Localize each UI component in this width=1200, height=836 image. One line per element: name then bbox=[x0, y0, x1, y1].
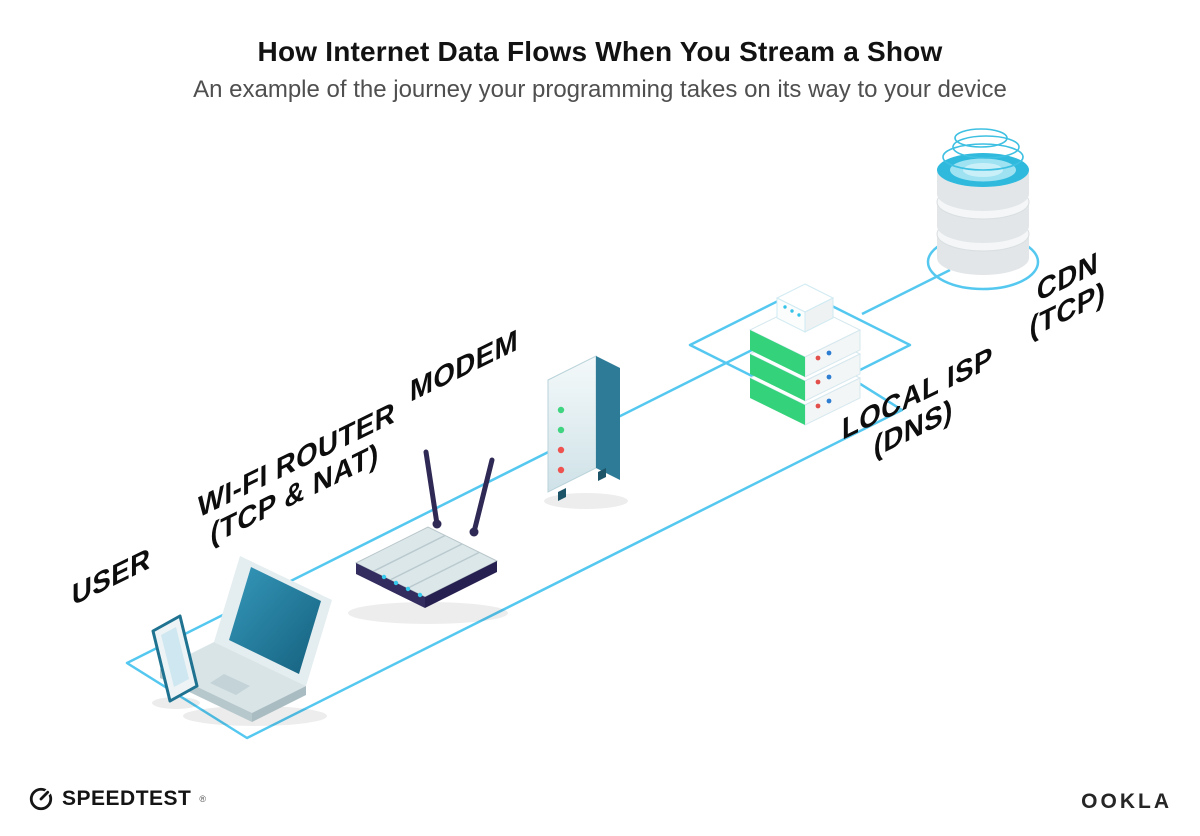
isp-server-illustration bbox=[748, 283, 862, 426]
server-status-leds bbox=[815, 350, 832, 409]
isp-to-cdn-line bbox=[861, 268, 951, 316]
laptop-illustration bbox=[160, 556, 332, 722]
phone-screen bbox=[161, 627, 189, 687]
phone-illustration bbox=[151, 614, 199, 703]
laptop-screen bbox=[229, 567, 321, 674]
page-subtitle: An example of the journey your programmi… bbox=[193, 76, 1007, 103]
modem-illustration bbox=[547, 355, 620, 501]
device-shadows bbox=[152, 493, 628, 726]
speedtest-logo: SPEEDTEST ® bbox=[28, 786, 206, 812]
speedtest-wordmark: SPEEDTEST bbox=[62, 787, 192, 810]
router-led-dots bbox=[381, 574, 423, 598]
server-top-unit-dots bbox=[783, 305, 801, 317]
server-green-panels bbox=[750, 330, 805, 425]
cdn-swirl-rings bbox=[942, 128, 1024, 171]
trademark-symbol: ® bbox=[199, 794, 207, 804]
ookla-wordmark: OOKLA bbox=[1081, 790, 1172, 813]
page-title: How Internet Data Flows When You Stream … bbox=[257, 36, 943, 67]
modem-led-lights bbox=[557, 406, 565, 474]
router-illustration bbox=[354, 449, 499, 608]
speedtest-gauge-icon bbox=[29, 787, 53, 811]
router-top-grooves bbox=[372, 534, 480, 590]
cdn-database-illustration bbox=[936, 128, 1030, 275]
laptop-trackpad bbox=[210, 674, 250, 695]
